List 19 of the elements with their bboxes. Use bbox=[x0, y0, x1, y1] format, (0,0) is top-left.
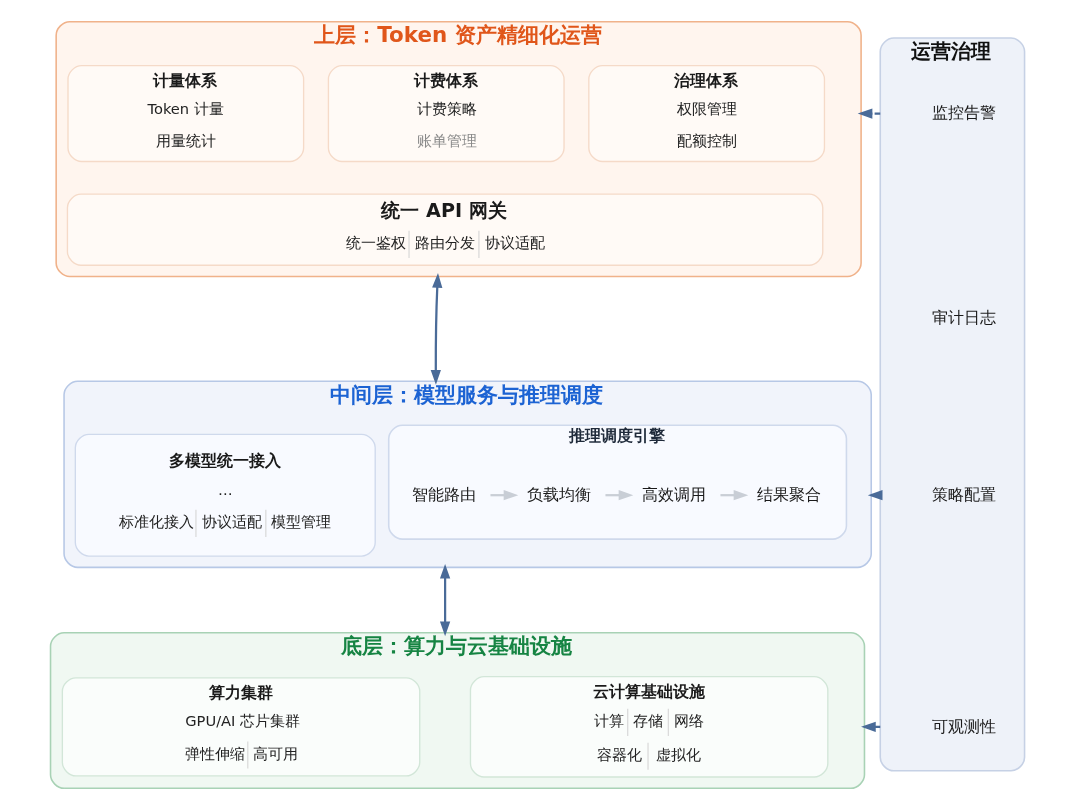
node-box: 统一 API 网关 统一鉴权 路由分发 协议适配 bbox=[66, 193, 824, 266]
node-text: 监控告警 bbox=[932, 103, 997, 123]
node-box: 算力集群 GPU/AI 芯片集群 弹性伸缩 高可用 bbox=[61, 677, 421, 777]
node-box: 计费体系 计费策略 账单管理 bbox=[327, 65, 565, 163]
node-box: 计量体系 Token 计量 用量统计 bbox=[67, 65, 305, 163]
node-box: 治理体系 权限管理 配额控制 bbox=[588, 65, 826, 163]
node-text: 高效调用 bbox=[642, 484, 707, 504]
node-text: 结果聚合 bbox=[757, 484, 822, 504]
node-text: 负载均衡 bbox=[527, 484, 592, 504]
arrow bbox=[861, 721, 881, 732]
node-text: 智能路由 bbox=[412, 484, 477, 504]
node-text: 策略配置 bbox=[932, 484, 997, 504]
arrow bbox=[857, 108, 881, 119]
arrow bbox=[439, 563, 451, 637]
node-box: 云计算基础设施 计算 存储 网络 容器化 虚拟化 bbox=[469, 676, 829, 778]
node-box: 多模型统一接入 … 标准化接入 协议适配 模型管理 bbox=[74, 433, 376, 557]
node-text: 可观测性 bbox=[932, 716, 997, 736]
arrow bbox=[430, 273, 443, 385]
node-text: 审计日志 bbox=[932, 307, 997, 327]
